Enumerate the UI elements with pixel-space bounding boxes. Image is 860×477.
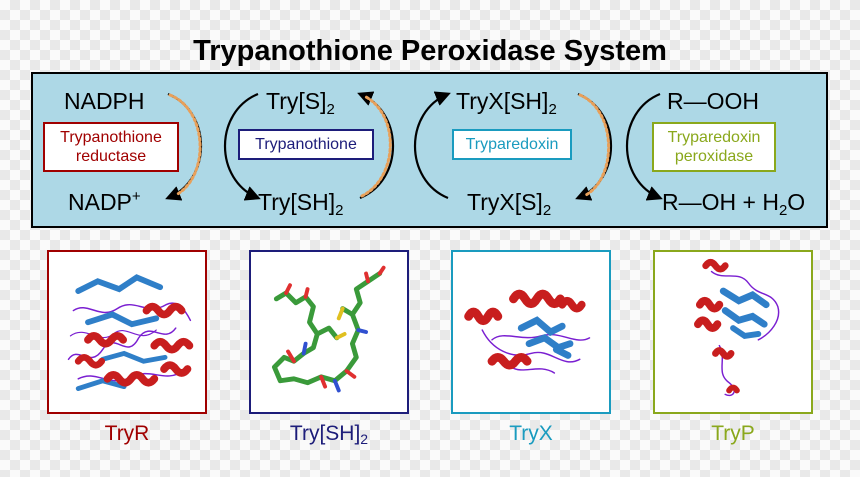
- tryx-protein-image: [464, 289, 591, 374]
- peroxidase-label-line1: Tryparedoxin: [667, 129, 761, 146]
- r-oh-h2o-label: R—OH + H2O: [662, 189, 806, 219]
- tryparedoxin-peroxidase-box: Tryparedoxin peroxidase: [652, 122, 776, 172]
- tryp-caption: TryP: [711, 422, 755, 445]
- tryparedoxin-box: Tryparedoxin: [452, 129, 572, 160]
- tryr-structure-frame: [47, 250, 207, 414]
- trysh2-caption: Try[SH]2: [289, 422, 369, 447]
- peroxidase-label-line2: peroxidase: [674, 148, 754, 165]
- trypanothione-box: Trypanothione: [238, 129, 374, 160]
- tryx-sh2-label: TryX[SH]2: [456, 88, 557, 118]
- trypanothione-reductase-box: Trypanothione reductase: [43, 122, 179, 172]
- tryx-caption: TryX: [509, 422, 553, 445]
- diagram-title: Trypanothione Peroxidase System: [193, 35, 667, 67]
- trysh2-structure-frame: [249, 250, 409, 414]
- reductase-label-line1: Trypanothione: [60, 129, 162, 146]
- reductase-label-line2: reductase: [75, 148, 147, 165]
- tryr-protein-image: [67, 274, 194, 391]
- nadp-plus-label: NADP+: [68, 188, 141, 215]
- tryx-structure-frame: [451, 250, 611, 414]
- try-sh2-label: Try[SH]2: [258, 189, 344, 219]
- nadph-label: NADPH: [64, 88, 145, 114]
- trypanothione-label: Trypanothione: [255, 136, 357, 153]
- r-ooh-label: R—OOH: [667, 88, 759, 114]
- try-s2-label: Try[S]2: [266, 88, 335, 118]
- tryp-protein-image: [694, 258, 780, 397]
- tryx-s2-label: TryX[S]2: [467, 189, 552, 219]
- tryp-structure-frame: [653, 250, 813, 414]
- tryparedoxin-label: Tryparedoxin: [465, 136, 559, 153]
- trysh2-molecule-image: [271, 265, 386, 393]
- tryr-caption: TryR: [104, 422, 150, 445]
